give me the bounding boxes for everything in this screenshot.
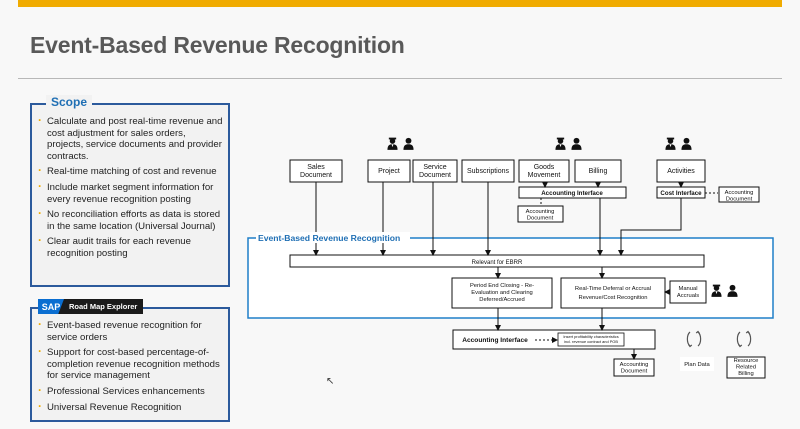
project-box: [367, 159, 411, 183]
service-document-box: [412, 159, 458, 183]
slide-title: Event-Based Revenue Recognition: [30, 32, 405, 58]
roadmap-bullet-list: Event-based revenue recognition for serv…: [38, 319, 224, 417]
resource-billing-box: [726, 356, 766, 379]
person-pair-icon: [555, 137, 582, 150]
mouse-cursor-icon: ↖: [326, 376, 335, 387]
roadmap-bullet: Event-based revenue recognition for serv…: [38, 319, 224, 343]
scope-bullet: Clear audit trails for each revenue reco…: [38, 235, 224, 259]
accounting-document-right-box: [718, 186, 760, 203]
cost-interface-label: Cost Interface: [660, 190, 702, 197]
activities-label: Activities: [667, 168, 695, 175]
relevant-for-ebrr-box: [289, 254, 705, 268]
scope-bullet-list: Calculate and post real-time revenue and…: [38, 115, 224, 264]
relevant-for-ebrr-label: Relevant for EBRR: [472, 260, 523, 266]
scope-bullet: No reconciliation efforts as data is sto…: [38, 208, 224, 232]
connector: [618, 198, 682, 256]
person-pair-icon: [387, 137, 414, 150]
roadmap-bullet: Support for cost-based percentage-of-com…: [38, 346, 224, 382]
billing-label: Billing: [589, 168, 608, 175]
roadmap-title: Road Map Explorer: [69, 302, 138, 311]
scope-label: Scope: [46, 95, 93, 109]
project-label: Project: [378, 168, 400, 175]
scope-bullet: Include market segment information for e…: [38, 181, 224, 205]
period-end-label: Period End Closing - Re-Evaluation and C…: [470, 283, 534, 303]
subscriptions-label: Subscriptions: [467, 168, 510, 175]
person-pair-icon: [665, 137, 692, 150]
roadmap-bullet: Universal Revenue Recognition: [38, 401, 224, 414]
refresh-cycle-icon: [736, 330, 752, 348]
scope-panel: Scope Calculate and post real-time reven…: [30, 95, 230, 287]
plan-data-box: [680, 357, 714, 371]
refresh-cycle-icon: [686, 330, 702, 348]
realtime-box: [560, 277, 666, 309]
accounting-interface-bottom-label: Accounting Interface: [462, 337, 528, 344]
roadmap-panel: SAP Road Map Explorer Event-based revenu…: [30, 299, 230, 422]
accounting-document-top-box: [517, 205, 564, 223]
title-divider: [18, 78, 782, 79]
roadmap-bullet: Professional Services enhancements: [38, 385, 224, 398]
scope-bullet: Real-time matching of cost and revenue: [38, 165, 224, 178]
accent-bar: [18, 0, 782, 7]
sap-logo-icon: SAP: [38, 299, 64, 314]
roadmap-badge: SAP Road Map Explorer: [38, 299, 144, 314]
ebrr-region-title: Event-Based Revenue Recognition: [258, 233, 400, 243]
manual-accruals-box: [669, 280, 707, 304]
accounting-interface-top-box: [518, 186, 627, 199]
profitability-note-box: [557, 332, 625, 347]
period-end-box: [451, 277, 553, 309]
plan-data-label: Plan Data: [684, 362, 710, 368]
scope-bullet: Calculate and post real-time revenue and…: [38, 115, 224, 162]
accounting-interface-top-label: Accounting Interface: [541, 190, 603, 197]
